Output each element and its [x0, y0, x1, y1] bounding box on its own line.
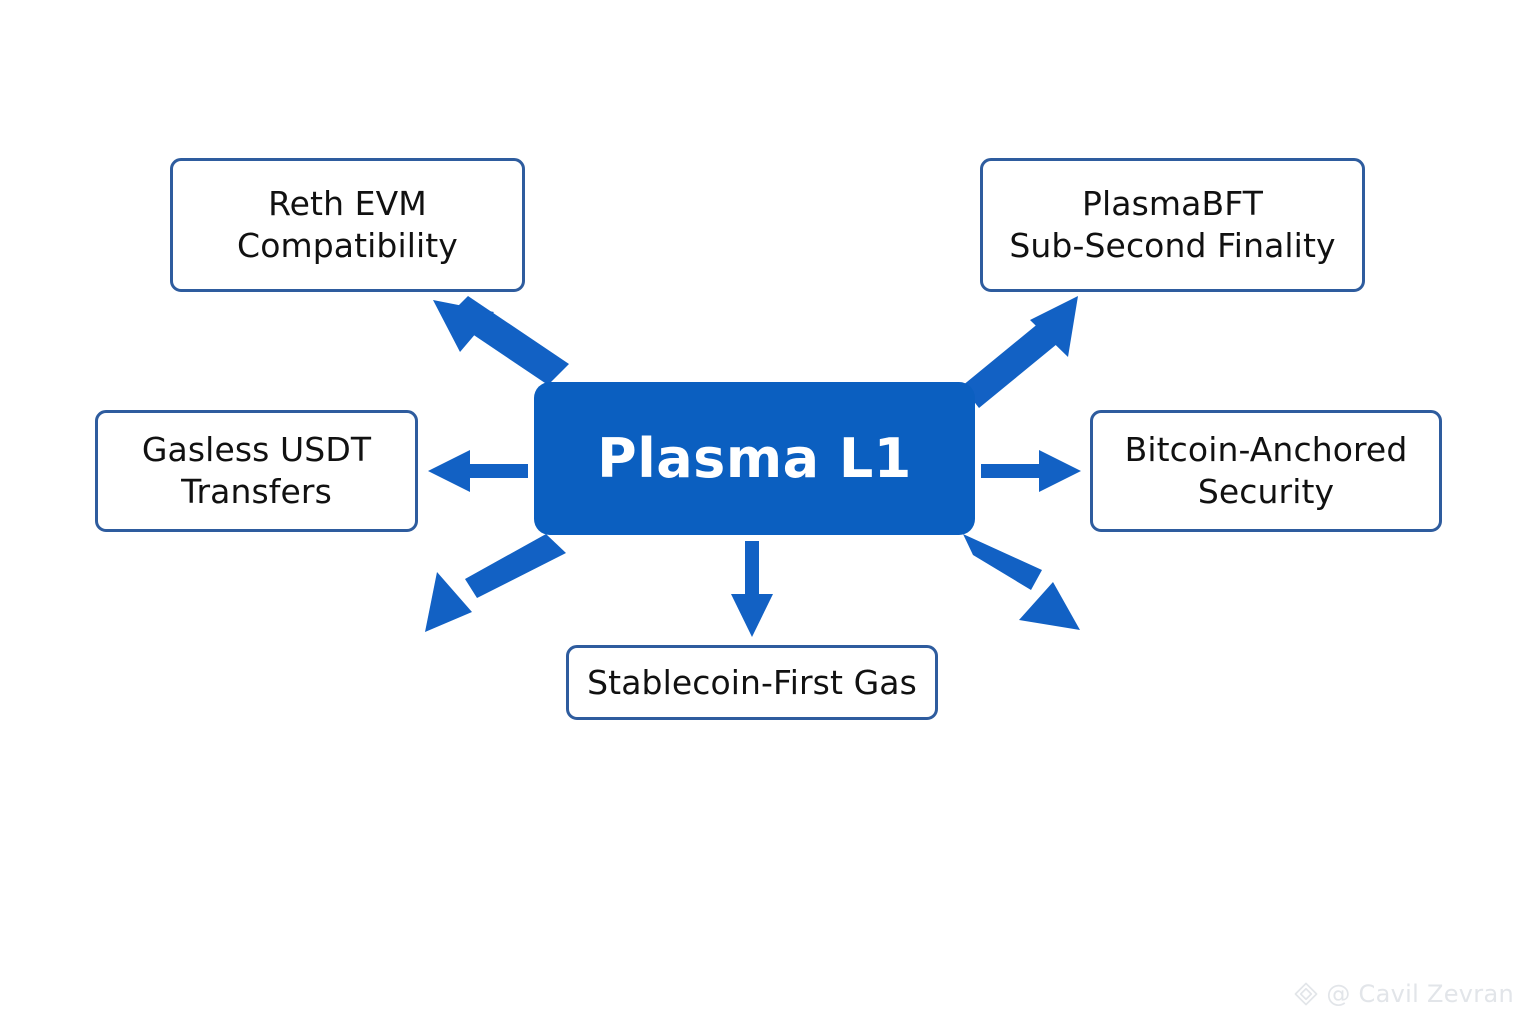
node-label: Reth EVM Compatibility — [237, 184, 458, 265]
node-label: Bitcoin-Anchored Security — [1124, 430, 1408, 511]
node-plasmabft-sub-second-finality[interactable]: PlasmaBFT Sub-Second Finality — [980, 158, 1365, 292]
arrow-to-bft — [962, 296, 1078, 408]
node-label: Stablecoin-First Gas — [587, 662, 917, 702]
node-label: Gasless USDT Transfers — [141, 430, 372, 511]
watermark-text: @ Cavil Zevran — [1326, 980, 1514, 1008]
node-stablecoin-first-gas[interactable]: Stablecoin-First Gas — [566, 645, 938, 720]
arrow-down-right — [963, 534, 1080, 630]
arrow-down-left — [425, 534, 566, 632]
node-bitcoin-anchored-security[interactable]: Bitcoin-Anchored Security — [1090, 410, 1442, 532]
node-plasma-l1-center[interactable]: Plasma L1 — [534, 382, 975, 535]
watermark: @ Cavil Zevran — [1293, 980, 1514, 1008]
arrow-to-bitcoin — [981, 450, 1081, 492]
arrow-to-gasless — [428, 450, 528, 492]
arrow-to-reth — [433, 296, 569, 385]
center-node-label: Plasma L1 — [597, 426, 912, 490]
node-reth-evm-compatibility[interactable]: Reth EVM Compatibility — [170, 158, 525, 292]
node-label: PlasmaBFT Sub-Second Finality — [1009, 184, 1336, 265]
arrow-to-stable — [731, 541, 773, 637]
node-gasless-usdt-transfers[interactable]: Gasless USDT Transfers — [95, 410, 418, 532]
diamond-logo-icon — [1293, 981, 1319, 1007]
